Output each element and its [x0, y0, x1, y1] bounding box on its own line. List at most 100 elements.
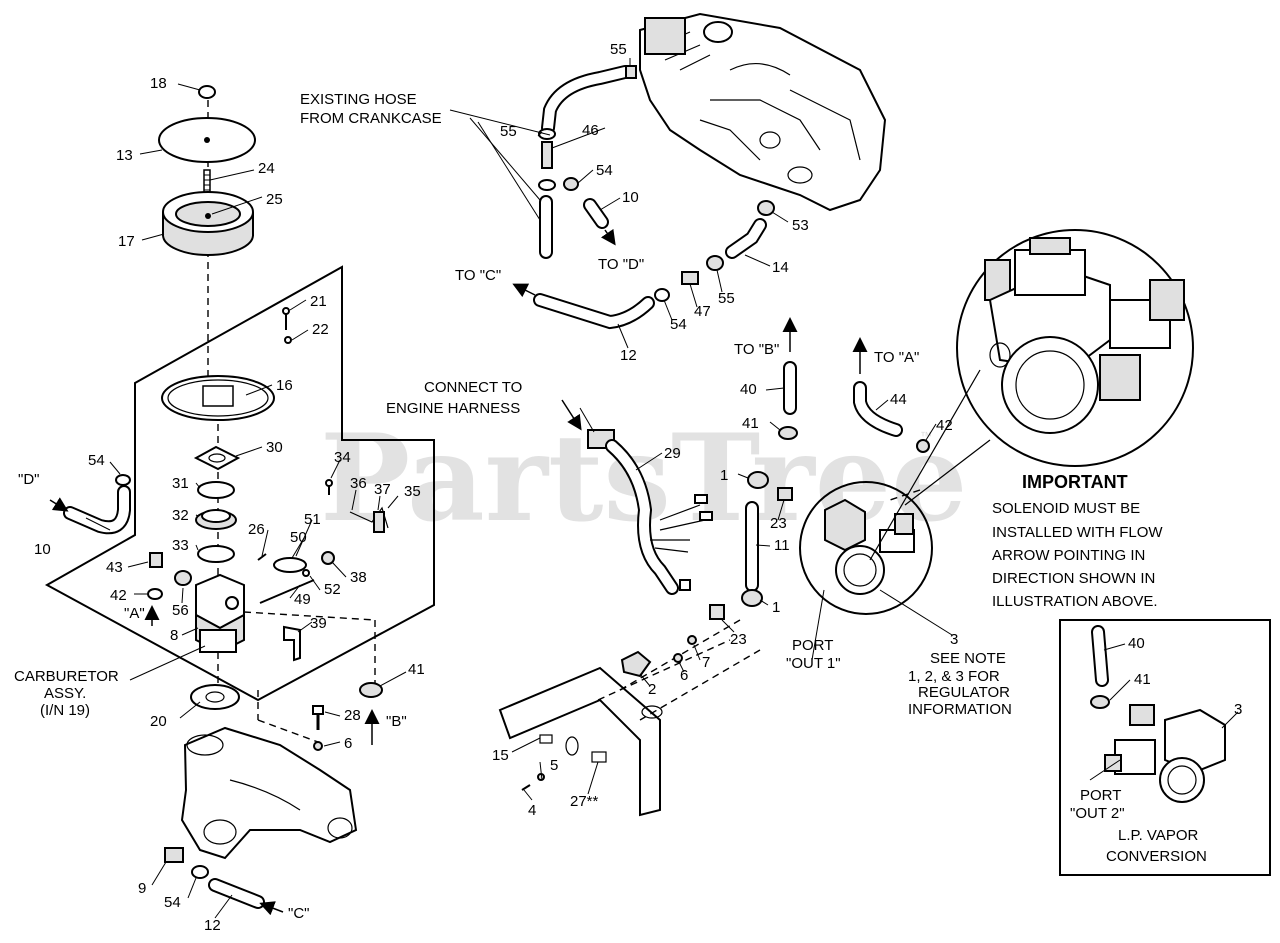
callout-numbers: 18 13 24 25 17 21 22 16 30 31 32 33 54 1… — [34, 41, 1242, 934]
label-b-marker: "B" — [386, 713, 407, 730]
callout-54-c: 54 — [164, 894, 181, 911]
callout-1-top: 1 — [720, 467, 728, 484]
callout-54-d: 54 — [88, 452, 105, 469]
label-see-note-1: SEE NOTE — [930, 650, 1006, 667]
callout-30: 30 — [266, 439, 283, 456]
carburetor-box — [44, 265, 435, 702]
callout-18: 18 — [150, 75, 167, 92]
callout-22: 22 — [312, 321, 329, 338]
label-port-out2-2: "OUT 2" — [1070, 805, 1125, 822]
callout-56: 56 — [172, 602, 189, 619]
label-lp-1: L.P. VAPOR — [1118, 827, 1198, 844]
lp-vapor-inset — [1059, 619, 1271, 876]
callout-42-a: 42 — [110, 587, 127, 604]
callout-12-top: 12 — [620, 347, 637, 364]
callout-20: 20 — [150, 713, 167, 730]
callout-29: 29 — [664, 445, 681, 462]
callout-25: 25 — [266, 191, 283, 208]
label-to-c-top: TO "C" — [455, 267, 501, 284]
callout-40-inset: 40 — [1128, 635, 1145, 652]
callout-21: 21 — [310, 293, 327, 310]
callout-53: 53 — [792, 217, 809, 234]
callout-42: 42 — [936, 417, 953, 434]
callout-36: 36 — [350, 475, 367, 492]
important-line-2: INSTALLED WITH FLOW — [992, 524, 1163, 541]
engine-block — [639, 12, 887, 212]
lp-regulator — [1090, 625, 1226, 803]
label-d-marker: "D" — [18, 471, 39, 488]
wing-nut — [198, 85, 216, 99]
callout-55-low: 55 — [718, 290, 735, 307]
callout-37: 37 — [374, 481, 391, 498]
callout-16: 16 — [276, 377, 293, 394]
callout-26: 26 — [248, 521, 265, 538]
label-connect-1: CONNECT TO — [424, 379, 522, 396]
callout-1-bottom: 1 — [772, 599, 780, 616]
callout-12-c: 12 — [204, 917, 221, 934]
label-port-out1-2: "OUT 1" — [786, 655, 841, 672]
callout-3-inset: 3 — [1234, 701, 1242, 718]
text-labels: EXISTING HOSE FROM CRANKCASE TO "C" TO "… — [14, 91, 1207, 922]
label-to-a: TO "A" — [874, 349, 919, 366]
label-a-marker: "A" — [124, 605, 145, 622]
callout-54-mid: 54 — [670, 316, 687, 333]
callout-10-d: 10 — [34, 541, 51, 558]
callout-6-left: 6 — [344, 735, 352, 752]
callout-46: 46 — [582, 122, 599, 139]
callout-41-inset: 41 — [1134, 671, 1151, 688]
callout-13: 13 — [116, 147, 133, 164]
label-port-out2-1: PORT — [1080, 787, 1121, 804]
regulator-detail-circle — [799, 481, 933, 615]
callout-55-top: 55 — [610, 41, 627, 58]
label-connect-2: ENGINE HARNESS — [386, 400, 520, 417]
callout-32: 32 — [172, 507, 189, 524]
callout-33: 33 — [172, 537, 189, 554]
label-existing-hose-1: EXISTING HOSE — [300, 91, 417, 108]
callout-41: 41 — [742, 415, 759, 432]
callout-23-bottom: 23 — [730, 631, 747, 648]
callout-43: 43 — [106, 559, 123, 576]
callout-40: 40 — [740, 381, 757, 398]
callout-24: 24 — [258, 160, 275, 177]
intake-manifold — [180, 726, 358, 860]
callout-31: 31 — [172, 475, 189, 492]
callout-14: 14 — [772, 259, 789, 276]
label-lp-2: CONVERSION — [1106, 848, 1207, 865]
label-port-out1-1: PORT — [792, 637, 833, 654]
mounting-bracket — [498, 619, 761, 817]
important-line-1: SOLENOID MUST BE — [992, 500, 1140, 517]
regulator-small — [824, 498, 915, 595]
label-c-marker: "C" — [288, 905, 309, 922]
callout-49: 49 — [294, 591, 311, 608]
label-carb-1: CARBURETOR — [14, 668, 119, 685]
label-see-note-3: REGULATOR — [918, 684, 1010, 701]
callout-35: 35 — [404, 483, 421, 500]
leader-lines — [85, 58, 1239, 919]
callout-10-top: 10 — [622, 189, 639, 206]
callout-39: 39 — [310, 615, 327, 632]
callout-11: 11 — [774, 537, 790, 554]
label-see-note-4: INFORMATION — [908, 701, 1012, 718]
air-cleaner-group — [158, 85, 256, 690]
callout-50: 50 — [290, 529, 307, 546]
callout-5: 5 — [550, 757, 558, 774]
callout-2: 2 — [648, 681, 656, 698]
callout-28: 28 — [344, 707, 361, 724]
carburetor-group — [63, 307, 389, 743]
solenoid-detail-circle — [956, 229, 1194, 467]
callout-47: 47 — [694, 303, 711, 320]
callout-17: 17 — [118, 233, 135, 250]
callout-15: 15 — [492, 747, 509, 764]
callout-51: 51 — [304, 511, 321, 528]
callout-27: 27** — [570, 793, 599, 810]
important-line-3: ARROW POINTING IN — [992, 547, 1145, 564]
callout-7: 7 — [702, 654, 710, 671]
callout-54-top: 54 — [596, 162, 613, 179]
callout-55-mid: 55 — [500, 123, 517, 140]
label-carb-2: ASSY. — [44, 685, 86, 702]
important-title: IMPORTANT — [1022, 472, 1128, 492]
label-existing-hose-2: FROM CRANKCASE — [300, 110, 442, 127]
callout-9: 9 — [138, 880, 146, 897]
callout-44: 44 — [890, 391, 907, 408]
